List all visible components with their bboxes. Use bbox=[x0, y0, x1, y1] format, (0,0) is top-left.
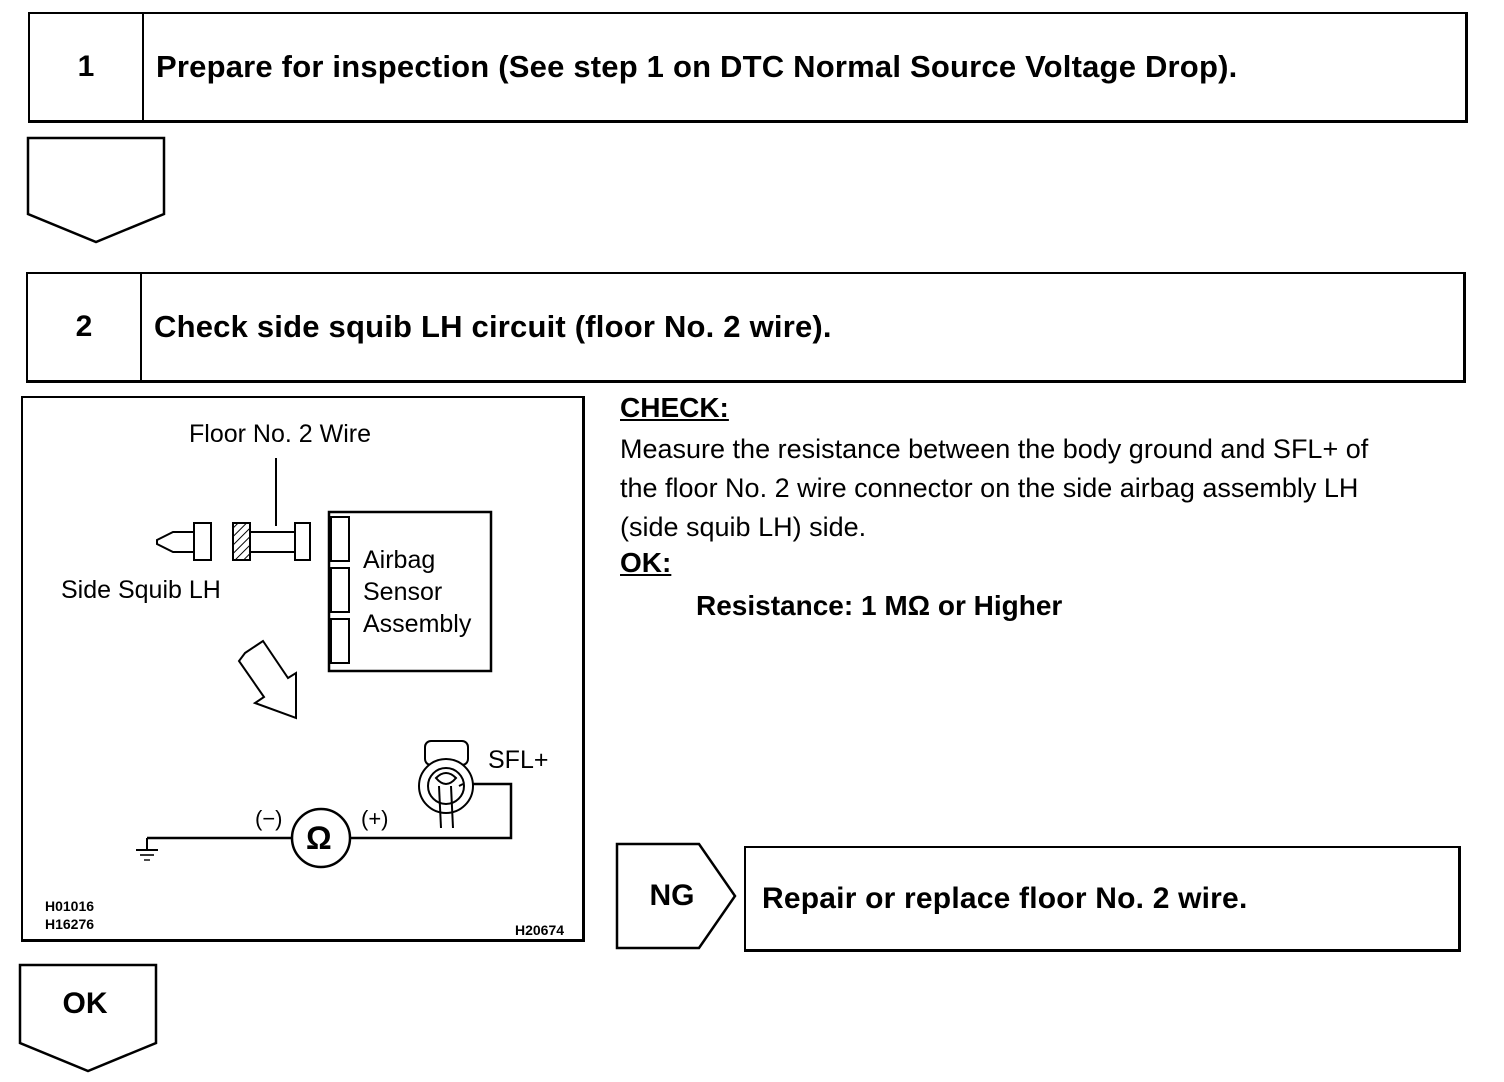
plus-label: (+) bbox=[361, 806, 389, 831]
ng-flow-arrow bbox=[615, 842, 737, 950]
side-squib-label: Side Squib LH bbox=[61, 576, 221, 604]
minus-label: (−) bbox=[255, 806, 283, 831]
check-line-3: (side squib LH) side. bbox=[620, 512, 867, 542]
step-2-box: 2 Check side squib LH circuit (floor No.… bbox=[26, 272, 1466, 383]
resistance-spec: Resistance: 1 MΩ or Higher bbox=[696, 590, 1063, 621]
circuit-figure: Floor No. 2 Wire Side Squib LH Airbag Se… bbox=[21, 396, 585, 942]
step-1-box: 1 Prepare for inspection (See step 1 on … bbox=[28, 12, 1468, 123]
ng-result-box: Repair or replace floor No. 2 wire. bbox=[744, 846, 1461, 952]
airbag-label-1: Airbag bbox=[363, 546, 436, 574]
flow-arrow-1 bbox=[26, 136, 166, 244]
check-line-2: the floor No. 2 wire connector on the si… bbox=[620, 473, 1359, 503]
squib-plug-icon bbox=[156, 531, 195, 553]
sfl-connector-icon bbox=[418, 740, 474, 829]
figure-code-2: H16276 bbox=[45, 916, 95, 932]
ok-label: OK bbox=[62, 987, 108, 1020]
ohm-symbol: Ω bbox=[306, 820, 332, 856]
step-2-number: 2 bbox=[28, 274, 142, 380]
check-section: CHECK: Measure the resistance between th… bbox=[620, 392, 1480, 625]
figure-code-1: H01016 bbox=[45, 898, 95, 914]
floor-wire-label: Floor No. 2 Wire bbox=[189, 420, 371, 448]
airbag-label-3: Assembly bbox=[363, 610, 472, 638]
check-line-1: Measure the resistance between the body … bbox=[620, 434, 1369, 464]
sfl-label: SFL+ bbox=[488, 746, 549, 774]
airbag-label-2: Sensor bbox=[363, 578, 443, 606]
step-2-text: Check side squib LH circuit (floor No. 2… bbox=[154, 309, 832, 344]
ng-result-text: Repair or replace floor No. 2 wire. bbox=[762, 881, 1248, 915]
ok-heading: OK: bbox=[620, 547, 672, 578]
hatched-connector-icon bbox=[232, 522, 251, 561]
circuit-diagram bbox=[136, 458, 513, 869]
direction-arrow-icon bbox=[237, 639, 297, 720]
ok-flow-arrow bbox=[18, 963, 158, 1073]
airbag-sensor-box bbox=[327, 510, 493, 673]
check-heading: CHECK: bbox=[620, 392, 729, 423]
step-1-text: Prepare for inspection (See step 1 on DT… bbox=[156, 49, 1238, 84]
figure-code-3: H20674 bbox=[515, 922, 565, 938]
ng-label: NG bbox=[649, 879, 695, 912]
step-1-number: 1 bbox=[30, 14, 144, 120]
